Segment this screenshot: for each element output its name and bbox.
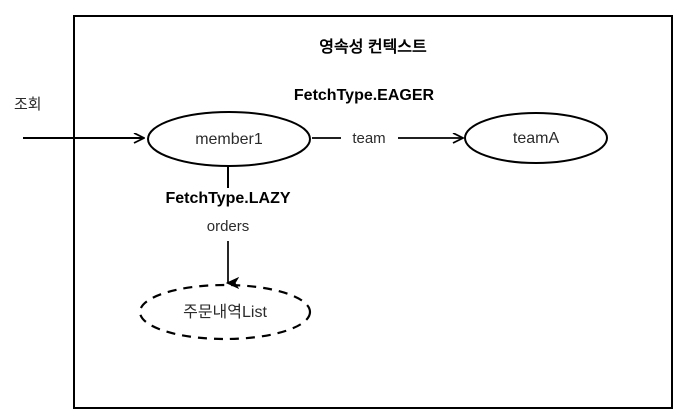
entity-teama-label: teamA [513, 130, 560, 147]
entity-member1-label: member1 [195, 131, 263, 148]
persistence-context-title: 영속성 컨텍스트 [319, 38, 427, 56]
persistence-context-box [73, 15, 673, 409]
edge-member-team-field-label: team [352, 130, 385, 147]
edge-eager-fetch-label: FetchType.EAGER [294, 87, 435, 104]
edge-lazy-fetch-label: FetchType.LAZY [165, 190, 290, 207]
entity-orders-list-label: 주문내역List [183, 303, 267, 321]
edge-member-orders-field-label: orders [207, 218, 250, 235]
query-input-label: 조회 [14, 96, 42, 113]
entity-orders-list-ellipse[interactable] [138, 283, 312, 341]
entity-teama-ellipse[interactable] [464, 112, 608, 164]
